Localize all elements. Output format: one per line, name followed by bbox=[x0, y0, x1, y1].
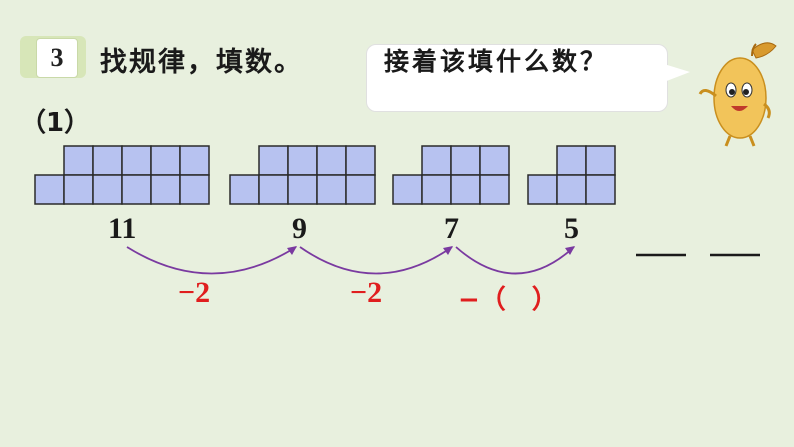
difference-label-3[interactable]: −（ ） bbox=[458, 285, 558, 315]
block-group-9 bbox=[229, 145, 376, 205]
difference-label-1: −2 bbox=[178, 276, 211, 309]
block-group-5 bbox=[527, 145, 616, 205]
part-label: （1） bbox=[20, 108, 91, 138]
difference-label-2: −2 bbox=[350, 276, 383, 309]
arc-arrowheads bbox=[287, 246, 575, 255]
sequence-number-1: 11 bbox=[108, 212, 137, 245]
block-group-11 bbox=[34, 145, 210, 205]
sequence-number-2: 9 bbox=[292, 212, 307, 245]
sequence-number-3: 7 bbox=[444, 212, 459, 245]
problem-title: 找规律，填数。 bbox=[100, 47, 303, 78]
sequence-number-4: 5 bbox=[564, 212, 579, 245]
difference-arcs bbox=[126, 246, 575, 275]
mascot-icon bbox=[698, 42, 777, 147]
speech-bubble-text: 接着该填什么数？ bbox=[384, 47, 609, 76]
problem-number-badge: 3 bbox=[36, 38, 78, 78]
speech-bubble bbox=[366, 44, 668, 112]
block-group-7 bbox=[392, 145, 510, 205]
